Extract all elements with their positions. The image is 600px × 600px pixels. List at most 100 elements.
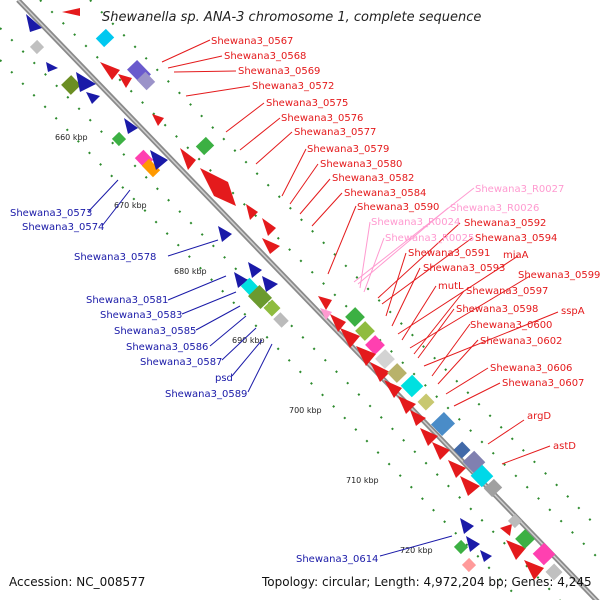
gene-box[interactable] bbox=[545, 563, 563, 581]
gene-label[interactable]: Shewana3_0590 bbox=[357, 202, 439, 213]
gene-box[interactable] bbox=[345, 307, 365, 327]
gene-arrow[interactable] bbox=[460, 476, 480, 496]
gene-label[interactable]: Shewana3_0569 bbox=[238, 66, 320, 77]
gene-label[interactable]: Shewana3_0581 bbox=[86, 295, 168, 306]
gene-arrow[interactable] bbox=[500, 524, 512, 536]
gene-arrow[interactable] bbox=[234, 272, 248, 288]
gene-box[interactable] bbox=[273, 312, 289, 328]
gene-arrow[interactable] bbox=[100, 62, 120, 80]
gene-arrow[interactable] bbox=[200, 168, 236, 206]
gene-label[interactable]: Shewana3_0574 bbox=[22, 222, 104, 233]
gene-arrow[interactable] bbox=[124, 118, 138, 134]
gene-label[interactable]: Shewana3_0572 bbox=[252, 81, 334, 92]
gene-arrow[interactable] bbox=[524, 560, 544, 580]
gene-label[interactable]: Shewana3_0575 bbox=[266, 98, 348, 109]
gene-label[interactable]: Shewana3_R0026 bbox=[450, 203, 539, 214]
gene-arrow[interactable] bbox=[420, 428, 438, 446]
gene-box[interactable] bbox=[141, 158, 161, 178]
rna-gene[interactable] bbox=[320, 308, 332, 320]
gene-box[interactable] bbox=[483, 478, 503, 498]
gene-arrow[interactable] bbox=[370, 362, 390, 382]
gene-label[interactable]: Shewana3_0582 bbox=[332, 173, 414, 184]
gene-label[interactable]: astD bbox=[553, 441, 576, 452]
gene-arrow[interactable] bbox=[356, 346, 376, 366]
gene-label[interactable]: mutL bbox=[438, 281, 464, 292]
gene-box[interactable] bbox=[507, 513, 523, 529]
gene-box[interactable] bbox=[375, 349, 395, 369]
gene-box[interactable] bbox=[365, 335, 385, 355]
gene-arrow[interactable] bbox=[262, 218, 276, 236]
gene-label[interactable]: Shewana3_0599 bbox=[518, 270, 600, 281]
gene-box[interactable] bbox=[532, 542, 556, 566]
gene-label[interactable]: Shewana3_0591 bbox=[408, 248, 490, 259]
gene-label[interactable]: Shewana3_0602 bbox=[480, 336, 562, 347]
gene-label[interactable]: Shewana3_0567 bbox=[211, 36, 293, 47]
gene-arrow[interactable] bbox=[410, 410, 426, 426]
gene-box[interactable] bbox=[470, 464, 494, 488]
gene-label[interactable]: Shewana3_0585 bbox=[114, 326, 196, 337]
gene-arrow[interactable] bbox=[340, 328, 360, 348]
gene-arrow[interactable] bbox=[460, 518, 474, 534]
gene-arrow[interactable] bbox=[330, 314, 346, 332]
gene-box[interactable] bbox=[263, 299, 281, 317]
gene-label[interactable]: Shewana3_0578 bbox=[74, 252, 156, 263]
gene-arrow[interactable] bbox=[246, 204, 258, 220]
gene-box[interactable] bbox=[95, 28, 115, 48]
gene-label[interactable]: Shewana3_0586 bbox=[126, 342, 208, 353]
gene-label[interactable]: Shewana3_R0025 bbox=[385, 233, 474, 244]
gene-label[interactable]: Shewana3_0583 bbox=[100, 310, 182, 321]
gene-arrow[interactable] bbox=[62, 8, 80, 16]
gene-box[interactable] bbox=[61, 75, 81, 95]
gene-arrow[interactable] bbox=[218, 226, 232, 242]
gene-arrow[interactable] bbox=[480, 550, 492, 562]
gene-arrow[interactable] bbox=[118, 74, 132, 88]
gene-arrow[interactable] bbox=[26, 14, 42, 32]
gene-arrow[interactable] bbox=[152, 114, 164, 126]
gene-label[interactable]: Shewana3_0597 bbox=[466, 286, 548, 297]
gene-label[interactable]: Shewana3_0600 bbox=[470, 320, 552, 331]
gene-label[interactable]: argD bbox=[527, 411, 551, 422]
gene-arrow[interactable] bbox=[248, 262, 262, 278]
gene-arrow[interactable] bbox=[448, 460, 466, 478]
gene-arrow[interactable] bbox=[466, 536, 480, 552]
gene-label[interactable]: Shewana3_R0027 bbox=[475, 184, 564, 195]
gene-label[interactable]: Shewana3_0593 bbox=[423, 263, 505, 274]
gene-box[interactable] bbox=[29, 39, 45, 55]
gene-label[interactable]: Shewana3_0568 bbox=[224, 51, 306, 62]
gene-arrow[interactable] bbox=[150, 150, 168, 170]
gene-box[interactable] bbox=[387, 363, 407, 383]
gene-label[interactable]: Shewana3_R0024 bbox=[371, 217, 460, 228]
gene-box[interactable] bbox=[247, 284, 273, 310]
gene-label[interactable]: Shewana3_0579 bbox=[307, 144, 389, 155]
gene-arrow[interactable] bbox=[506, 540, 526, 560]
gene-box[interactable] bbox=[515, 529, 535, 549]
gene-label[interactable]: psd bbox=[215, 373, 233, 384]
gene-label[interactable]: Shewana3_0584 bbox=[344, 188, 426, 199]
gene-box[interactable] bbox=[355, 321, 375, 341]
gene-arrow[interactable] bbox=[318, 296, 332, 310]
gene-label[interactable]: Shewana3_0589 bbox=[165, 389, 247, 400]
gene-box[interactable] bbox=[430, 411, 456, 437]
gene-box[interactable] bbox=[136, 71, 156, 91]
gene-box[interactable] bbox=[111, 131, 127, 147]
gene-label[interactable]: miaA bbox=[503, 250, 529, 261]
gene-label[interactable]: Shewana3_0606 bbox=[490, 363, 572, 374]
gene-arrow[interactable] bbox=[86, 92, 100, 104]
gene-arrow[interactable] bbox=[46, 62, 58, 72]
gene-label[interactable]: Shewana3_0587 bbox=[140, 357, 222, 368]
gene-box[interactable] bbox=[195, 136, 215, 156]
gene-label[interactable]: sspA bbox=[561, 306, 585, 317]
gene-arrow[interactable] bbox=[180, 148, 196, 170]
gene-label[interactable]: Shewana3_0607 bbox=[502, 378, 584, 389]
gene-box[interactable] bbox=[400, 374, 424, 398]
gene-label[interactable]: Shewana3_0577 bbox=[294, 127, 376, 138]
gene-arrow[interactable] bbox=[76, 72, 96, 92]
gene-arrow[interactable] bbox=[398, 396, 416, 414]
gene-arrow[interactable] bbox=[432, 442, 450, 460]
gene-arrow[interactable] bbox=[384, 380, 402, 398]
gene-label[interactable]: Shewana3_0573 bbox=[10, 208, 92, 219]
gene-label[interactable]: Shewana3_0580 bbox=[320, 159, 402, 170]
gene-label[interactable]: Shewana3_0594 bbox=[475, 233, 557, 244]
gene-arrow[interactable] bbox=[262, 276, 278, 292]
gene-arrow[interactable] bbox=[262, 238, 280, 254]
